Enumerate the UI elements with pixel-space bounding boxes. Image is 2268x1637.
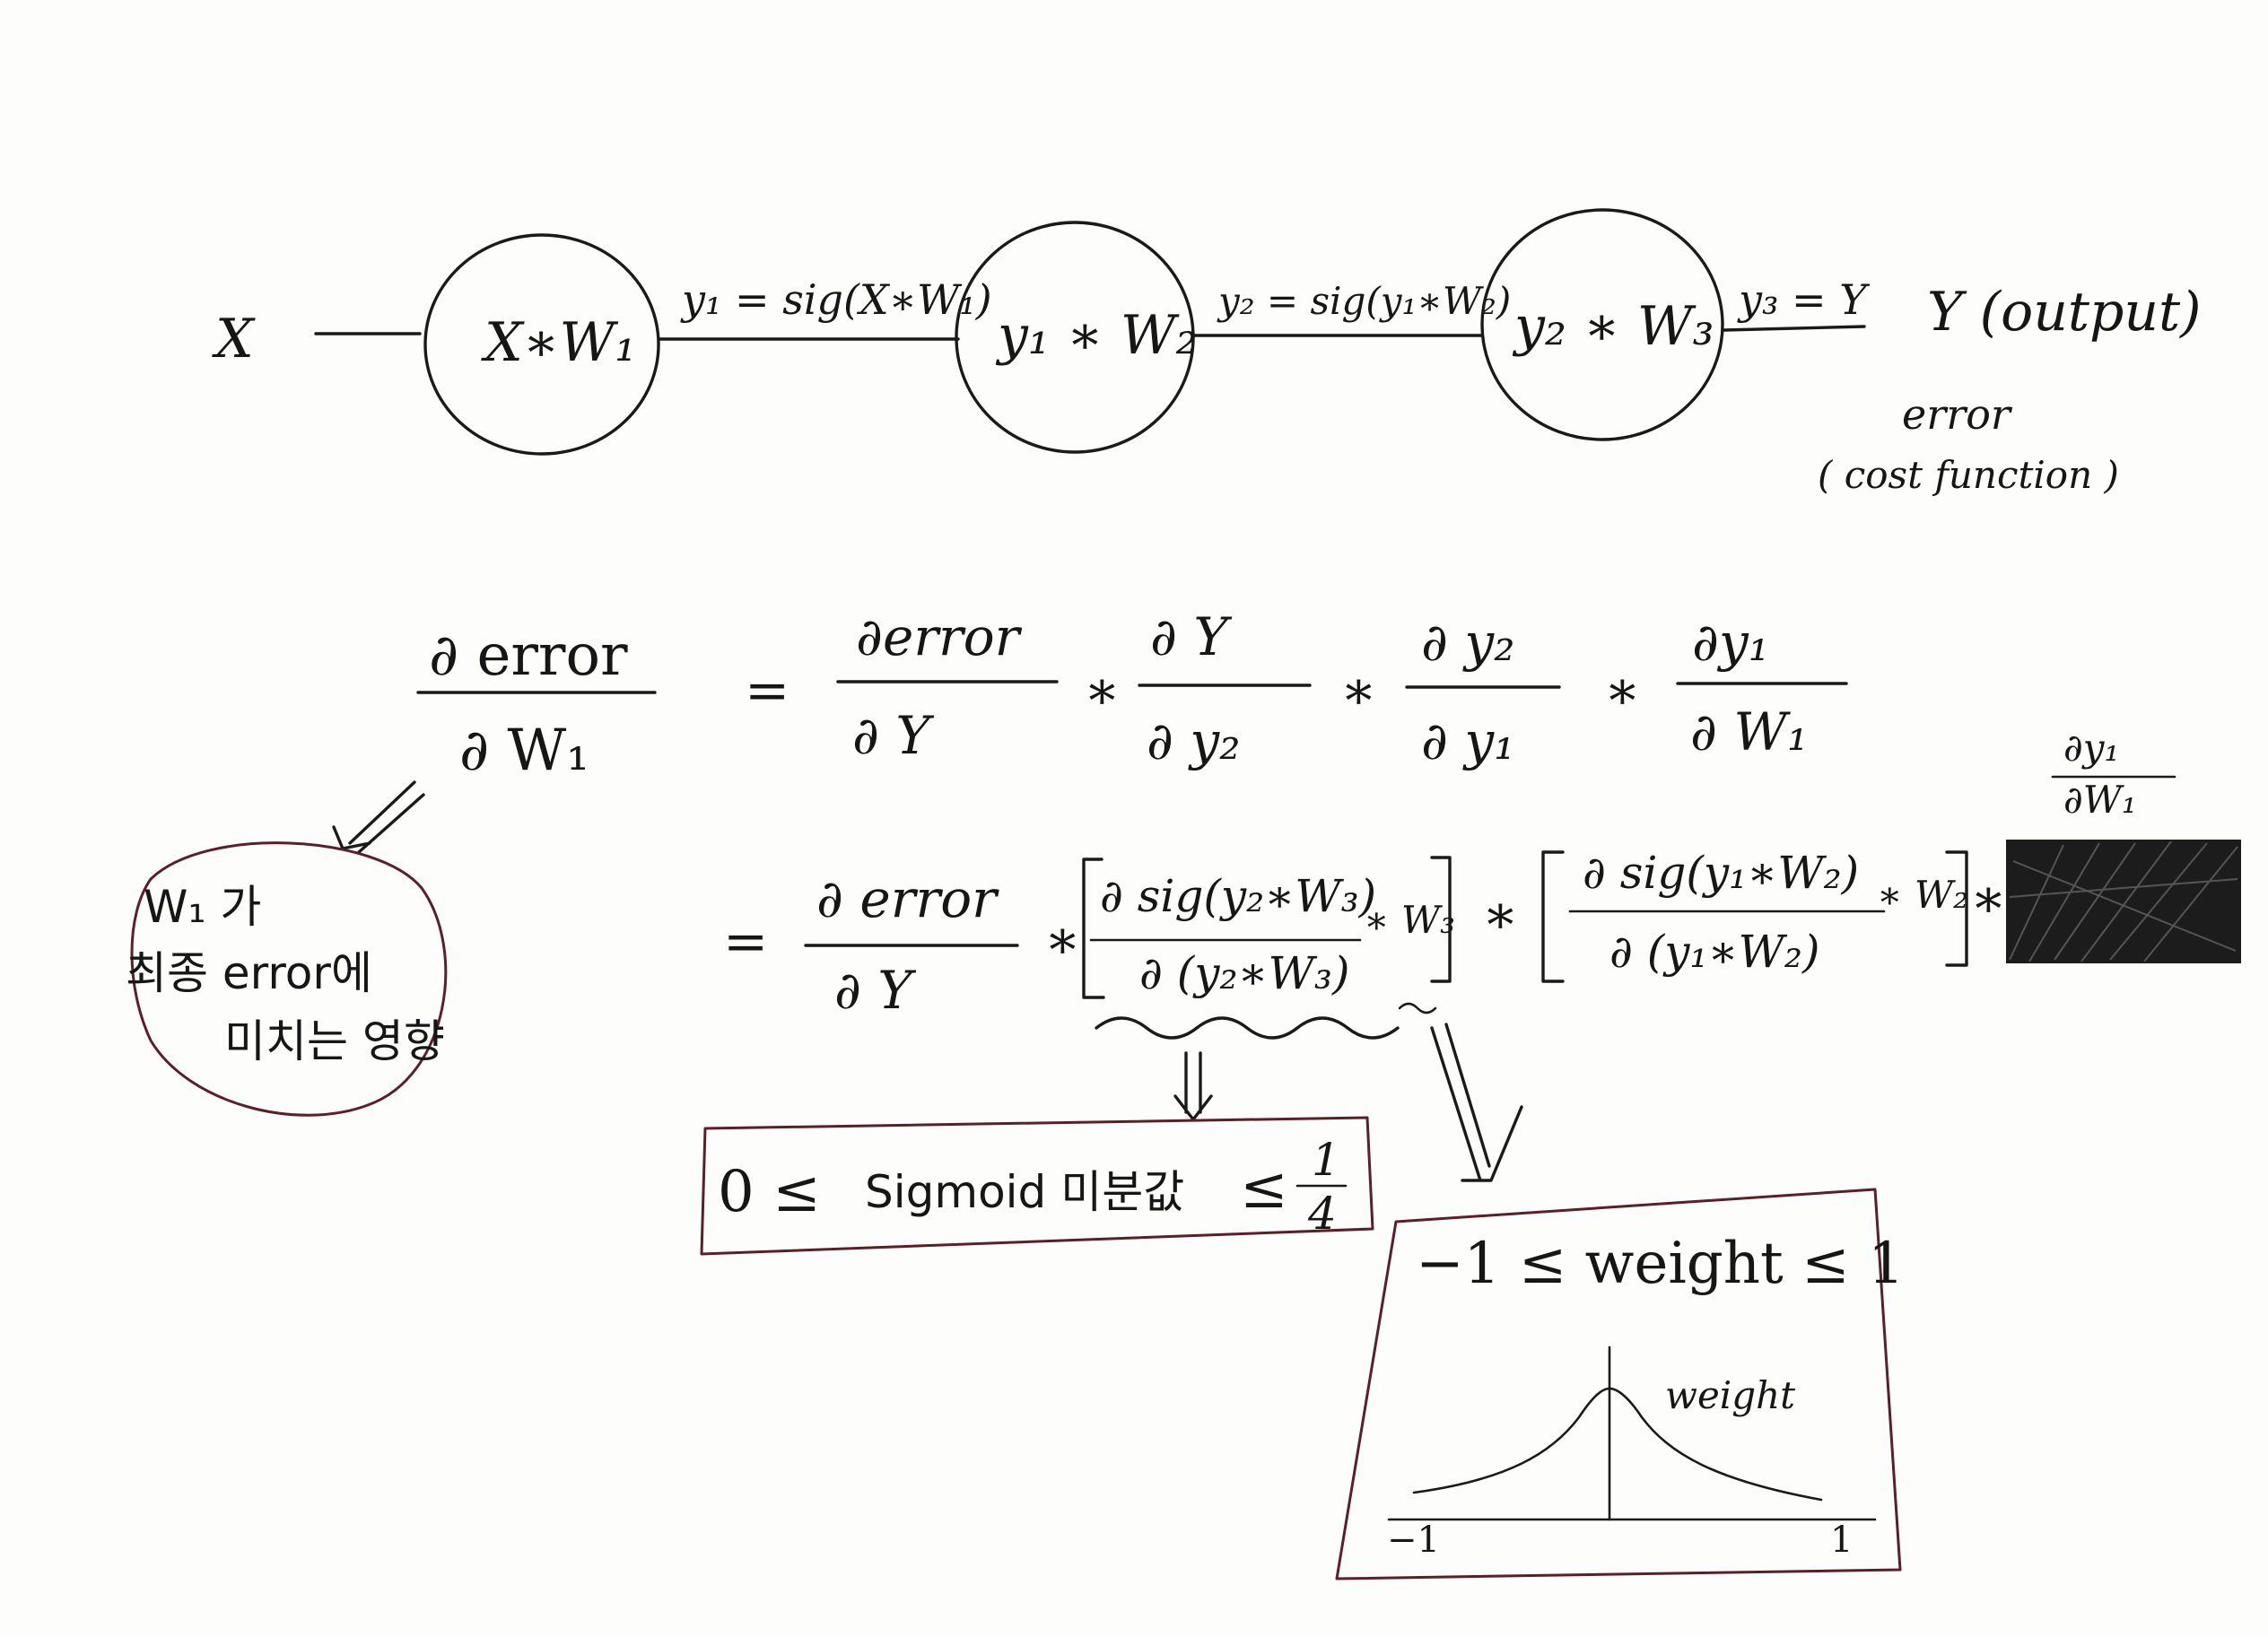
edge-1-label: y₁ = sig(X∗W₁) <box>680 275 992 324</box>
weight-axis-max: 1 <box>1830 1519 1853 1561</box>
network-diagram: X X∗W₁ y₁ = sig(X∗W₁) y₁ ∗ W₂ y₂ = sig(y… <box>212 208 2202 497</box>
exp-term1-numerator: ∂ error <box>816 868 999 929</box>
weight-box-outline <box>1335 1188 1902 1580</box>
weight-range-box: −1 ≤ weight ≤ 1 weight −1 1 <box>1335 1188 1905 1580</box>
equals-sign-2: = <box>723 910 768 973</box>
exp-term2-denominator: ∂ (y₂∗W₃) <box>1139 947 1349 999</box>
arrow-to-sigmoid-box <box>1173 1051 1213 1121</box>
bracket-left-2 <box>1541 850 1565 983</box>
term2-denominator: ∂ y₂ <box>1147 710 1240 771</box>
edge-3-label: y₃ = Y <box>1737 275 1871 324</box>
error-title: error <box>1902 390 2013 439</box>
exp-times-1: ∗ <box>1044 909 1081 971</box>
sigmoid-derivative-box: 0 ≤ Sigmoid 미분값 ≤ 1 4 <box>700 1116 1374 1256</box>
bracket-left-1 <box>1082 858 1105 999</box>
exp-term3-numerator: ∂ sig(y₁∗W₂) <box>1583 847 1859 899</box>
term4-numerator: ∂y₁ <box>1692 612 1769 673</box>
exp-term2-numerator: ∂ sig(y₂∗W₃) <box>1100 870 1376 922</box>
lhs-numerator: ∂ error <box>429 623 628 689</box>
sigmoid-lhs: 0 ≤ <box>718 1159 821 1225</box>
times-1: ∗ <box>1084 659 1121 722</box>
edge-2-label: y₂ = sig(y₁∗W₂) <box>1217 279 1511 323</box>
sigmoid-label: Sigmoid 미분값 <box>865 1166 1184 1218</box>
input-x: X <box>212 308 256 370</box>
bracket-right-2 <box>1945 850 1968 967</box>
arrow-to-weight-box <box>1430 1023 1523 1182</box>
expanded-equation: = ∂ error ∂ Y ∗ ∂ sig(y₂∗W₃) ∂ (y₂∗W₃) ∗… <box>723 726 2241 1040</box>
lhs-denominator: ∂ W₁ <box>459 718 589 784</box>
output-label: Y (output) <box>1927 281 2202 344</box>
exp-term3-denominator: ∂ (y₁∗W₂) <box>1609 926 1819 978</box>
scratch-denominator: ∂W₁ <box>2063 778 2137 822</box>
note-bubble: W₁ 가 최종 error에 미치는 영향 <box>126 841 448 1117</box>
weight-curve-label: weight <box>1665 1373 1795 1417</box>
term3-numerator: ∂ y₂ <box>1421 612 1514 673</box>
sigmoid-frac-num: 1 <box>1312 1134 1340 1186</box>
chain-rule-equation: ∂ error ∂ W₁ = ∂error ∂ Y ∗ ∂ Y ∂ y₂ ∗ ∂… <box>416 606 1848 784</box>
sigmoid-box-outline <box>700 1116 1374 1256</box>
term1-numerator: ∂error <box>856 606 1023 667</box>
term2-numerator: ∂ Y <box>1150 606 1232 667</box>
note-line-1: W₁ 가 <box>144 881 261 933</box>
node-1 <box>423 233 660 456</box>
node-2-label: y₁ ∗ W₂ <box>995 304 1198 367</box>
term4-denominator: ∂ W₁ <box>1690 701 1808 762</box>
arrow-to-bubble <box>332 780 425 854</box>
weight-range: −1 ≤ weight ≤ 1 <box>1416 1231 1905 1297</box>
note-bubble-outline <box>130 841 448 1117</box>
node-3 <box>1480 208 1724 441</box>
weight-axis-min: −1 <box>1387 1519 1440 1561</box>
node-1-label: X∗W₁ <box>481 311 636 374</box>
exp-term2-weight: ∗ W₃ <box>1364 898 1455 942</box>
note-line-3: 미치는 영향 <box>224 1015 445 1067</box>
small-tilde <box>1398 1002 1437 1014</box>
weight-distribution-curve <box>1412 1387 1823 1502</box>
sigmoid-rhs: ≤ <box>1240 1155 1288 1222</box>
node-3-label: y₂ ∗ W₃ <box>1512 295 1714 358</box>
exp-term3-weight: ∗ W₂ <box>1877 873 1968 917</box>
exp-times-2: ∗ <box>1482 884 1519 946</box>
error-subtitle: ( cost function ) <box>1818 453 2119 497</box>
sigmoid-frac-den: 4 <box>1307 1188 1337 1240</box>
wavy-underline <box>1095 1016 1400 1040</box>
edge-3 <box>1723 325 1866 332</box>
term1-denominator: ∂ Y <box>852 705 934 766</box>
node-2 <box>955 221 1195 454</box>
times-3: ∗ <box>1604 659 1641 722</box>
scratch-numerator: ∂y₁ <box>2063 726 2119 770</box>
note-line-2: 최종 error에 <box>126 947 372 999</box>
exp-times-3: ∗ <box>1970 867 2007 930</box>
equals-sign-1: = <box>745 659 789 722</box>
times-2: ∗ <box>1340 659 1377 722</box>
scribbled-out-box <box>2006 840 2241 963</box>
bracket-right-1 <box>1430 856 1452 983</box>
term3-denominator: ∂ y₁ <box>1421 710 1514 771</box>
exp-term1-denominator: ∂ Y <box>834 960 916 1021</box>
